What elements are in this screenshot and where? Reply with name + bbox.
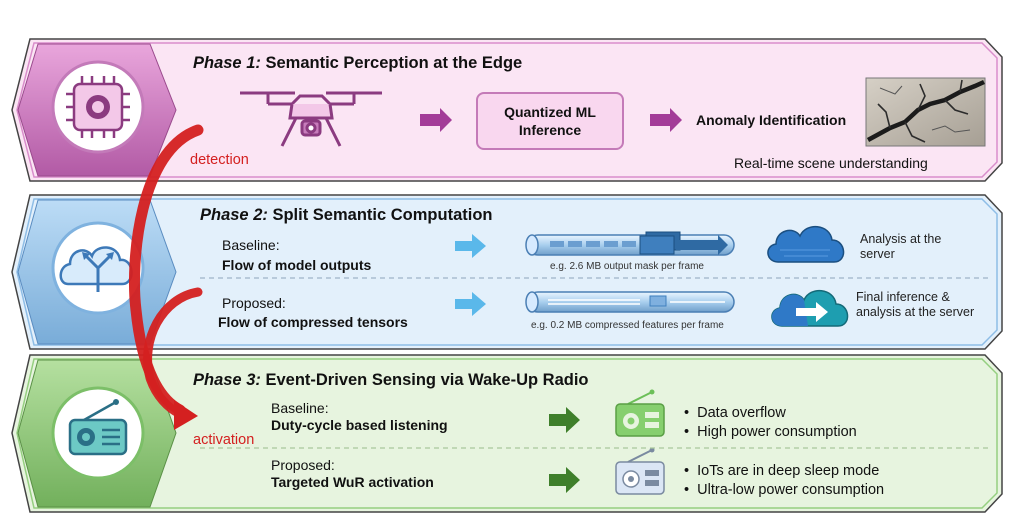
quantized-inference-box: Quantized ML Inference — [476, 92, 624, 150]
proposed-server-label: Final inference & analysis at the server — [856, 290, 975, 319]
arrow-2a — [455, 234, 486, 258]
baseline-server-label: Analysis at the server — [860, 232, 942, 261]
arrow-3b — [549, 467, 580, 493]
phase3-baseline-label: Baseline: — [271, 400, 329, 416]
proposed-pipe-caption: e.g. 0.2 MB compressed features per fram… — [531, 320, 724, 331]
arrow-3a — [549, 407, 580, 433]
phase1-title: Phase 1: Semantic Perception at the Edge — [193, 54, 523, 72]
cloud-share-icon — [771, 290, 849, 327]
arrow-1b — [650, 108, 682, 132]
phase3-banner — [11, 354, 1003, 513]
baseline-pipe — [525, 231, 735, 256]
radio-baseline-icon — [615, 389, 665, 437]
chip-camera-icon — [51, 60, 145, 154]
cloud-split-icon — [51, 221, 145, 315]
red-flow-arrows — [129, 124, 204, 430]
phase3-proposed-bullet-1: • IoTs are in deep sleep mode — [684, 463, 880, 479]
activation-label: activation — [193, 432, 255, 448]
phase3-title: Phase 3: Event-Driven Sensing via Wake-U… — [193, 371, 589, 389]
phase2-baseline-desc: Flow of model outputs — [222, 257, 372, 273]
phase2-banner — [11, 194, 1003, 350]
radio-icon — [51, 386, 145, 480]
phase3-proposed-desc: Targeted WuR activation — [271, 474, 434, 490]
phase3-proposed-bullet-2: • Ultra-low power consumption — [684, 482, 885, 498]
drone-icon — [240, 91, 382, 147]
phase2-title: Phase 2: Split Semantic Computation — [200, 206, 493, 224]
phase3-proposed-label: Proposed: — [271, 457, 335, 473]
phase2-proposed-desc: Flow of compressed tensors — [218, 314, 408, 330]
baseline-pipe-caption: e.g. 2.6 MB output mask per frame — [550, 261, 704, 272]
proposed-pipe — [525, 291, 735, 313]
arrow-2b — [455, 292, 486, 316]
phase3-baseline-bullet-2: • High power consumption — [684, 424, 857, 440]
cloud-icon — [767, 226, 845, 263]
phase3-baseline-bullet-1: • Data overflow — [684, 405, 786, 421]
phase3-baseline-desc: Duty-cycle based listening — [271, 417, 448, 433]
phase2-baseline-label: Baseline: — [222, 237, 280, 253]
arrow-1a — [420, 108, 452, 132]
cracked-surface-image — [865, 77, 986, 147]
radio-proposed-icon — [615, 447, 665, 495]
anomaly-identification-label: Anomaly Identification — [696, 112, 847, 128]
phase2-proposed-label: Proposed: — [222, 295, 286, 311]
detection-label: detection — [190, 152, 249, 168]
phase1-caption: Real-time scene understanding — [734, 155, 928, 171]
